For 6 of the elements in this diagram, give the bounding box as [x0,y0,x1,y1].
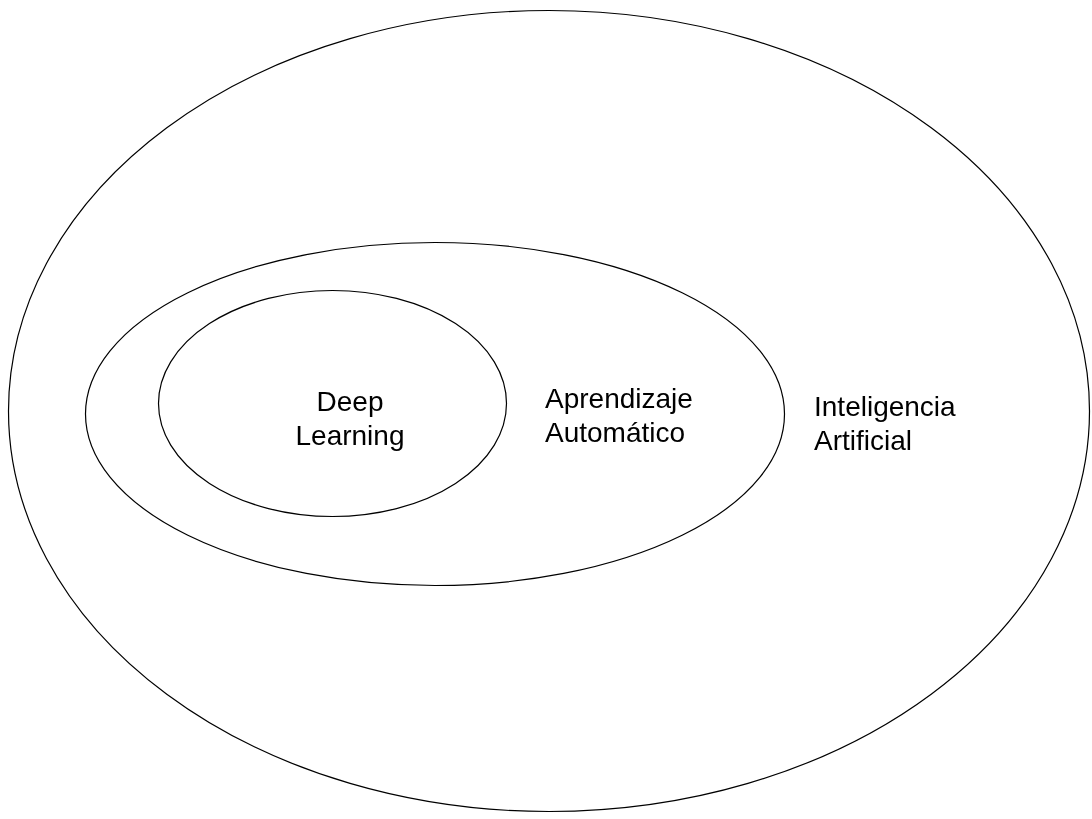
set-ellipse [85,242,785,586]
set-label: Aprendizaje Automático [545,382,694,450]
set-label: Inteligencia Artificial [814,390,957,458]
set-ellipse [8,10,1090,812]
set-label: Deep Learning [294,385,406,453]
set-ellipse [158,290,507,517]
